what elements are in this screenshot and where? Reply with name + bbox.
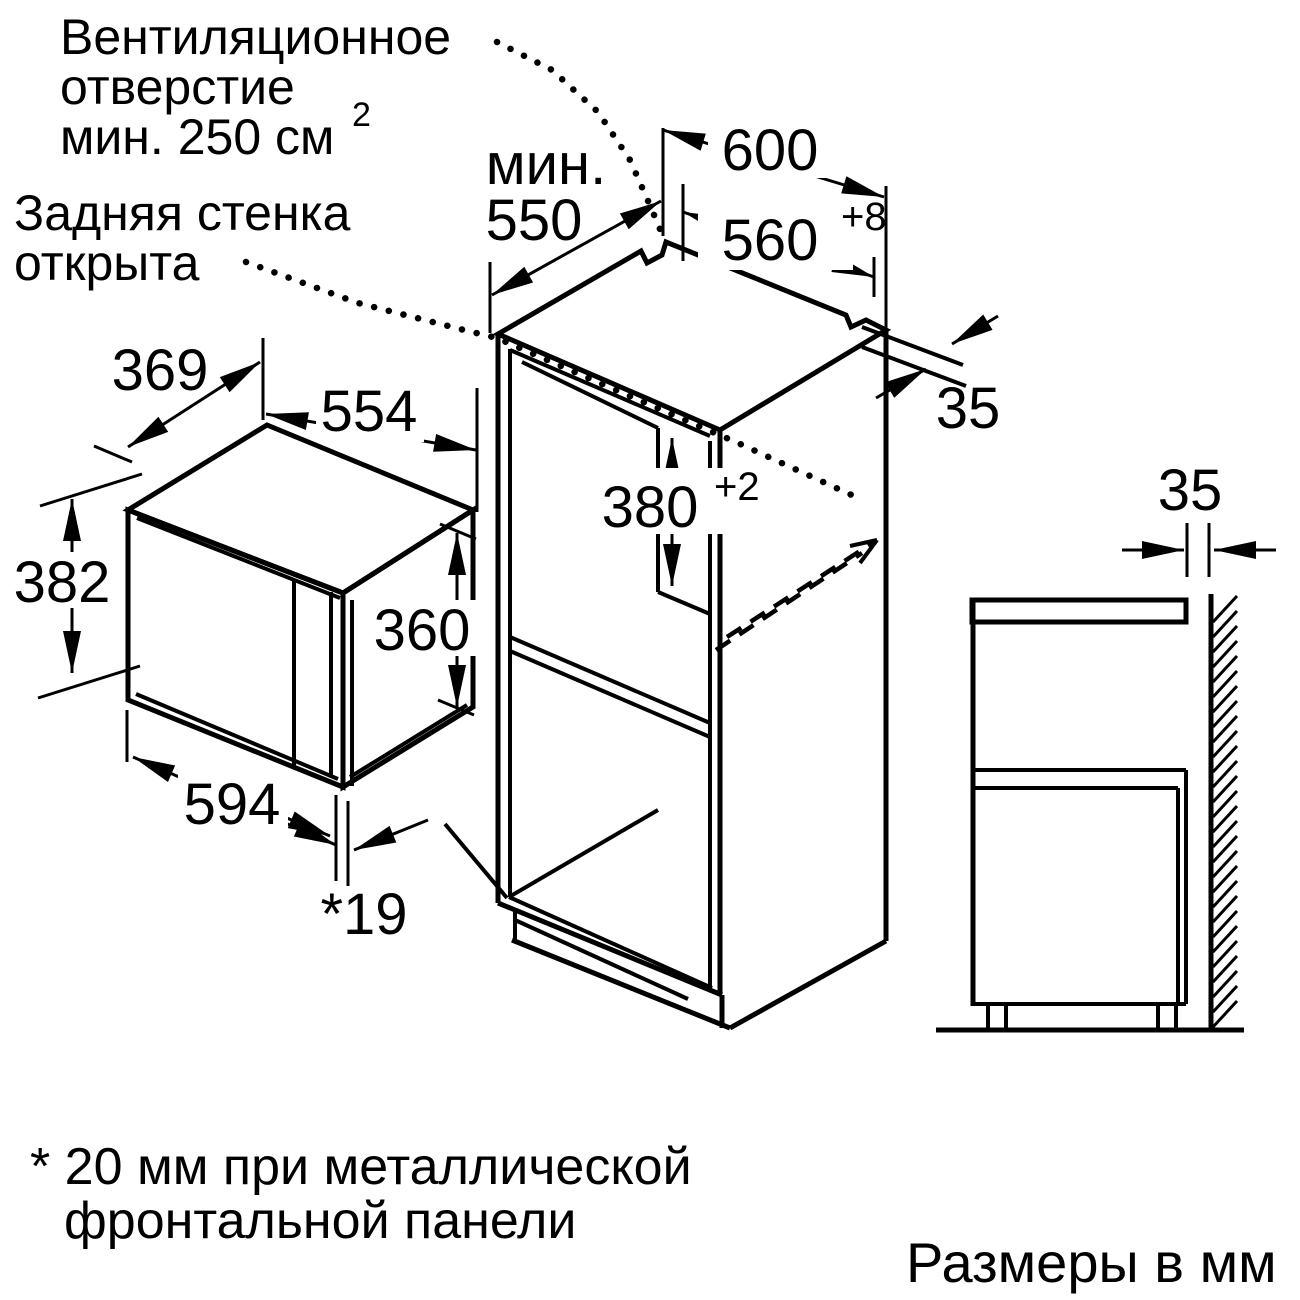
- dim-380-tolerance: +2: [714, 465, 760, 509]
- dim-360: 360: [374, 598, 471, 663]
- microwave-top-face: [122, 422, 479, 596]
- dim-550: 550: [486, 188, 583, 253]
- dim-554: 554: [321, 379, 418, 444]
- vent-note-line1: Вентиляционное: [60, 9, 451, 65]
- dim-594: 594: [184, 772, 281, 837]
- back-wall-note-line2: открыта: [14, 235, 200, 291]
- cabinet-lower-interior: [443, 808, 660, 900]
- cabinet-drawing: [443, 186, 967, 1031]
- side-view-drawing: [936, 594, 1244, 1033]
- open-back-leader-dotted: [242, 258, 860, 501]
- dim-560: 560: [722, 208, 819, 273]
- annotations: Вентиляционное отверстие мин. 250 см 2 З…: [14, 9, 1277, 1294]
- vent-note-line3: мин. 250 см: [60, 109, 334, 165]
- side-foot-right: [1156, 1002, 1178, 1032]
- dim-369: 369: [112, 338, 209, 403]
- footnote-line1: * 20 мм при металлической: [30, 1138, 692, 1196]
- back-wall-note-line1: Задняя стенка: [14, 185, 351, 241]
- footnote-line2: фронтальной панели: [64, 1192, 576, 1250]
- vent-note-superscript: 2: [352, 96, 371, 134]
- side-foot-left: [986, 1002, 1008, 1032]
- vent-note-line2: отверстие: [60, 59, 295, 115]
- cabinet-niche-shelf: [509, 635, 711, 739]
- dim-min-word: мин.: [486, 132, 606, 197]
- microwave-front-face: [125, 506, 346, 791]
- cabinet-top-face: [492, 238, 892, 433]
- dim-382: 382: [14, 550, 111, 615]
- side-shelf: [972, 768, 1188, 790]
- side-back-panel: [1176, 784, 1188, 1004]
- units-label: Размеры в мм: [906, 1231, 1277, 1294]
- rear-wall-strip: [861, 325, 967, 388]
- cabinet-plinth: [511, 909, 731, 1031]
- dim-19-projection: *19: [320, 882, 407, 947]
- dim-560-tolerance: +8: [841, 195, 887, 239]
- dimension-labels: мин. 550 600 560 +8 35 380 +2 369 554 38…: [10, 116, 1222, 947]
- dim-600: 600: [722, 118, 819, 183]
- cabinet-front-frame: [495, 334, 723, 998]
- dim-380: 380: [602, 475, 699, 540]
- airflow-dashed-arrow: [714, 538, 879, 652]
- microwave-right-face: [340, 505, 476, 792]
- dim-35-rear-gap: 35: [936, 376, 1001, 441]
- dim-35-side-gap: 35: [1158, 458, 1223, 523]
- side-top-board: [969, 597, 1189, 625]
- cabinet-right-side: [728, 186, 889, 1031]
- wall-hatching: [1211, 594, 1239, 1029]
